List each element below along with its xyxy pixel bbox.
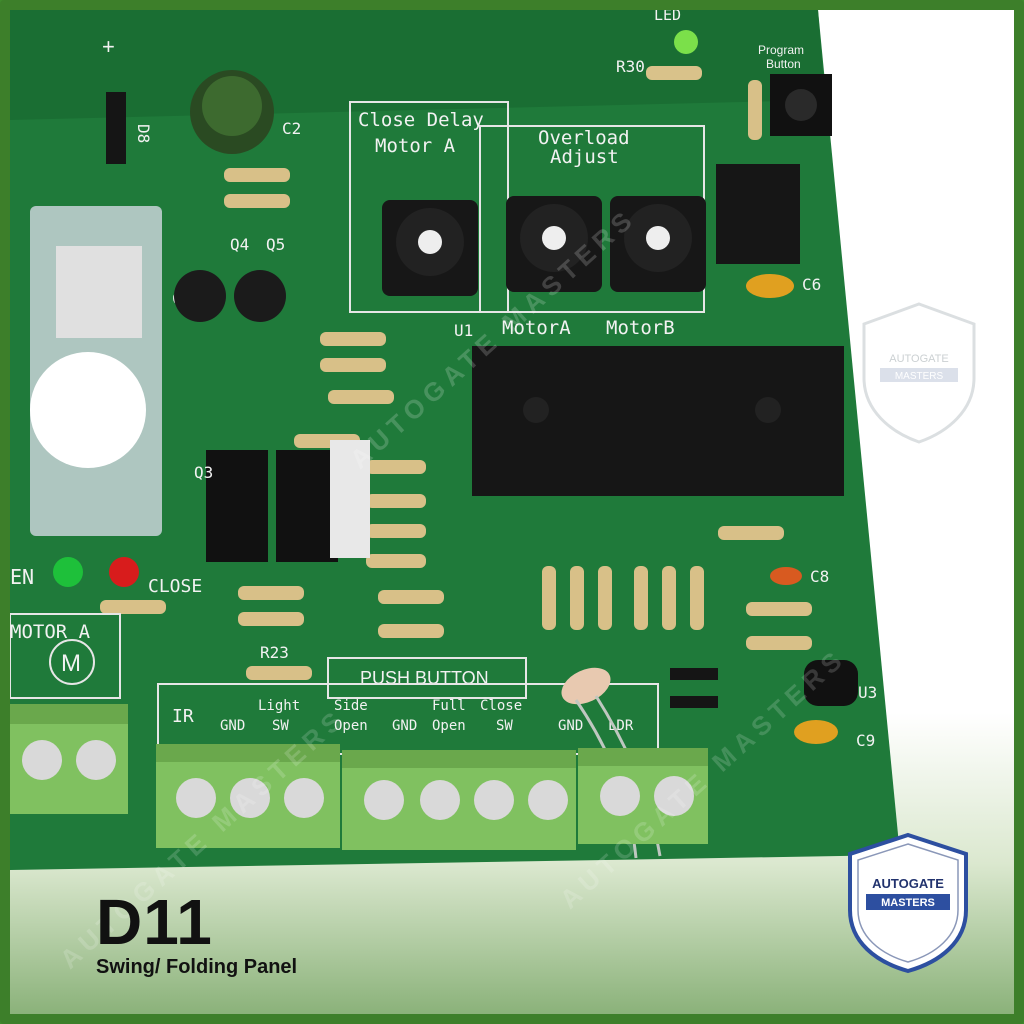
diode-2 [670,696,718,708]
label-motor-a-block: MOTOR A [10,621,91,643]
label-q4: Q4 [230,235,249,254]
watermark-shield-line2: MASTERS [895,371,944,382]
capacitor-c3b [234,270,286,322]
main-ic [472,346,844,496]
brand-badge: AUTOGATE MASTERS [848,832,968,974]
label-motora-short: MotorA [502,317,571,339]
label-program: Program [758,43,804,57]
push-button-box [327,657,527,699]
regulator-q2 [206,450,268,562]
watermark-shield: AUTOGATE MASTERS [862,302,976,444]
resistor-group-left [100,168,812,680]
label-q5: Q5 [266,235,285,254]
label-r23: R23 [260,643,289,662]
capacitor-c3a [174,270,226,322]
badge-line2: MASTERS [881,897,935,909]
badge-line1: AUTOGATE [872,876,944,891]
label-en: EN [10,565,34,589]
label-close-t: Close [480,698,522,714]
label-side: Side [334,698,368,714]
resistor-r30 [646,66,702,80]
label-motor-symbol: M [61,650,81,677]
terminal-block-ir [156,744,340,848]
label-led: LED [654,10,681,24]
label-sw-1: SW [272,718,289,734]
label-overload: Overload [538,127,630,149]
label-light: Light [258,698,300,714]
capacitor-c6 [746,274,794,298]
label-motor-a: Motor A [375,135,456,157]
label-close-delay: Close Delay [358,109,484,131]
product-description: Swing/ Folding Panel [96,956,298,978]
terminal-block-motor [10,704,128,814]
led-green [53,557,83,587]
label-open-1: Open [334,718,368,734]
label-button: Button [766,57,801,71]
pcb-photo: Close Delay Motor A Overload Adjust U1 M… [10,10,900,974]
terminal-block-ldr [578,748,708,844]
potentiometer-overload-b [610,196,706,292]
label-sw-2: SW [496,718,513,734]
label-r30: R30 [616,57,645,76]
watermark-shield-line1: AUTOGATE [889,353,949,365]
label-u3: U3 [858,683,877,702]
label-c6: C6 [802,275,821,294]
product-model: D11 [96,886,213,958]
label-gnd-1: GND [220,718,245,734]
led-red [109,557,139,587]
label-gnd-2: GND [392,718,417,734]
motor-symbol [49,639,95,685]
capacitor-c8 [770,567,802,585]
label-c9: C9 [856,731,875,750]
regulator-u3 [804,660,858,706]
label-close: CLOSE [148,576,202,597]
potentiometer-overload-a [506,196,602,292]
label-q3: Q3 [194,463,213,482]
label-c8: C8 [810,567,829,586]
diode-d8 [106,92,126,164]
label-adjust: Adjust [550,146,619,168]
label-u1: U1 [454,321,473,340]
privacy-dot [30,352,146,468]
label-gnd-3: GND [558,718,583,734]
terminal-block-push [342,750,576,850]
label-c2: C2 [282,119,301,138]
motor-a-box [10,613,121,699]
potentiometer-close-delay [382,200,478,296]
regulator-q-mid [276,450,338,562]
label-motorb-short: MotorB [606,317,675,339]
ic-small [716,164,800,264]
regulator-q-right [330,440,370,558]
diode-1 [670,668,718,680]
resistor-group-vertical [542,80,762,630]
led-green-top [674,30,698,54]
label-ir: IR [172,706,194,727]
capacitor-c9 [794,720,838,744]
label-full: Full [432,698,466,714]
label-plus-top: + [102,34,115,59]
label-open-2: Open [432,718,466,734]
label-d8: D8 [134,124,153,143]
